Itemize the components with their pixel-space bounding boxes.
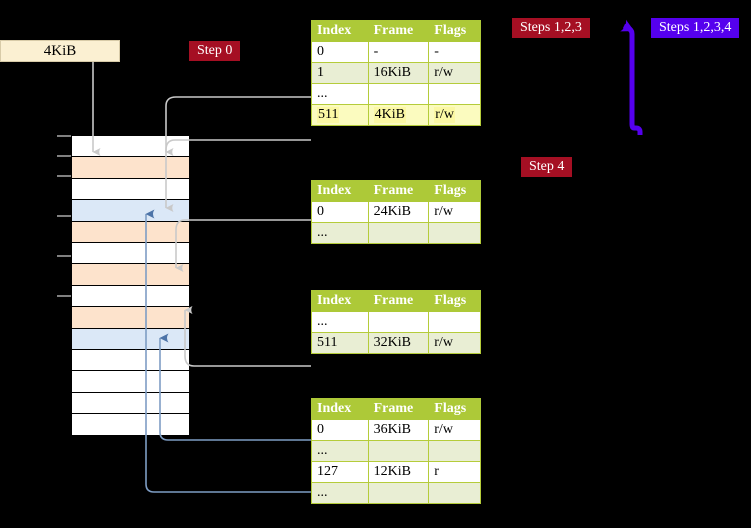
table-cell — [367, 83, 430, 105]
table-cell — [428, 311, 481, 333]
memory-tick — [57, 295, 71, 297]
connector-l3-to-memory — [184, 306, 311, 367]
memory-row — [72, 414, 189, 436]
memory-row — [72, 371, 189, 393]
table-cell — [367, 440, 430, 462]
table-cell: 0 — [311, 41, 369, 63]
connector-l2-to-memory — [175, 219, 311, 272]
table-cell: - — [367, 41, 430, 63]
column-header-frame: Frame — [367, 180, 430, 202]
table-cell: r/w — [428, 332, 481, 354]
table-cell — [367, 222, 430, 244]
table-row: 0-- — [311, 41, 481, 63]
badge-step-4: Step 4 — [521, 157, 573, 177]
table-cell: ... — [311, 482, 369, 504]
memory-row — [72, 349, 189, 372]
badge-steps-1234: Steps 1,2,3,4 — [651, 18, 740, 38]
table-cell — [428, 83, 481, 105]
table-row: ... — [311, 83, 481, 105]
column-header-index: Index — [311, 290, 369, 312]
table-cell: 36KiB — [367, 419, 430, 441]
table-row: ... — [311, 311, 481, 333]
table-cell: - — [428, 41, 481, 63]
memory-row — [72, 307, 189, 329]
memory-tick — [57, 155, 71, 157]
column-header-frame: Frame — [367, 20, 430, 42]
column-header-flags: Flags — [428, 290, 481, 312]
memory-row — [72, 242, 189, 265]
column-header-index: Index — [311, 398, 369, 420]
column-header-flags: Flags — [428, 180, 481, 202]
table-cell: ... — [311, 440, 369, 462]
memory-row — [72, 157, 189, 179]
table-cell — [367, 311, 430, 333]
memory-size-label: 4KiB — [43, 42, 77, 59]
table-cell: 511 — [311, 104, 369, 126]
memory-row — [72, 285, 189, 308]
table-cell: 511 — [311, 332, 369, 354]
physical-memory-column — [71, 135, 190, 436]
table-cell: 32KiB — [367, 332, 430, 354]
table-cell: r/w — [428, 104, 481, 126]
table-cell — [428, 222, 481, 244]
table-cell: ... — [311, 311, 369, 333]
memory-row — [72, 392, 189, 415]
column-header-flags: Flags — [428, 20, 481, 42]
column-header-frame: Frame — [367, 398, 430, 420]
table-cell: 1 — [311, 62, 369, 84]
badge-step-0: Step 0 — [189, 41, 241, 61]
table-row: ... — [311, 482, 481, 504]
column-header-index: Index — [311, 180, 369, 202]
table-cell: ... — [311, 222, 369, 244]
memory-row — [72, 136, 189, 158]
memory-tick — [57, 175, 71, 177]
table-cell: 12KiB — [367, 461, 430, 483]
memory-tick — [57, 255, 71, 257]
table-cell: 24KiB — [367, 201, 430, 223]
table-cell: r — [428, 461, 481, 483]
table-cell — [428, 440, 481, 462]
table-cell: 0 — [311, 201, 369, 223]
memory-row — [72, 221, 189, 243]
badge-steps-123: Steps 1,2,3 — [512, 18, 590, 38]
table-cell: 16KiB — [367, 62, 430, 84]
table-cell: ... — [311, 83, 369, 105]
memory-row — [72, 178, 189, 201]
table-cell: 127 — [311, 461, 369, 483]
table-row: ... — [311, 222, 481, 244]
memory-row — [72, 328, 189, 350]
table-cell — [428, 482, 481, 504]
table-cell: r/w — [428, 419, 481, 441]
memory-size-box: 4KiB — [0, 40, 120, 62]
table-cell: r/w — [428, 201, 481, 223]
table-cell: 0 — [311, 419, 369, 441]
memory-tick — [57, 135, 71, 137]
memory-tick — [57, 215, 71, 217]
column-header-index: Index — [311, 20, 369, 42]
column-header-flags: Flags — [428, 398, 481, 420]
memory-row — [72, 200, 189, 222]
column-header-frame: Frame — [367, 290, 430, 312]
table-cell: r/w — [428, 62, 481, 84]
memory-row — [72, 264, 189, 286]
table-row: ... — [311, 440, 481, 462]
table-cell — [367, 482, 430, 504]
connector-steps-bracket — [620, 19, 643, 135]
table-cell: 4KiB — [367, 104, 430, 126]
